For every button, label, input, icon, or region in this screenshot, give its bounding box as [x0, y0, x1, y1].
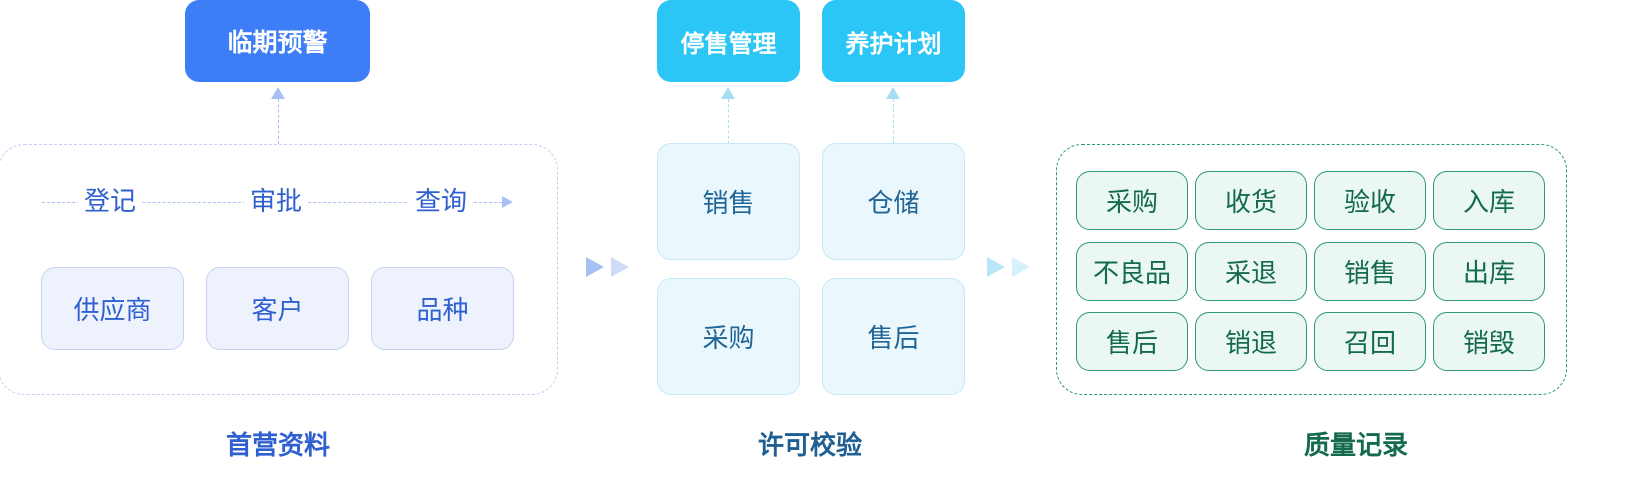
item-sales[interactable]: 销售 — [657, 143, 800, 260]
record-outbound[interactable]: 出库 — [1433, 242, 1545, 301]
item-variety[interactable]: 品种 — [371, 267, 514, 350]
item-after-sales[interactable]: 售后 — [822, 278, 965, 395]
alert-tag-near-expiry[interactable]: 临期预警 — [185, 0, 370, 82]
record-defective[interactable]: 不良品 — [1076, 242, 1188, 301]
up-arrow-icon — [721, 87, 735, 99]
next-arrow-icon — [1012, 257, 1030, 277]
step-query: 查询 — [409, 185, 474, 219]
connector-line — [728, 99, 729, 144]
up-arrow-icon — [886, 87, 900, 99]
step-approve: 审批 — [244, 185, 309, 219]
section-title-quality-records: 质量记录 — [1303, 431, 1408, 461]
record-purchase-return[interactable]: 采退 — [1195, 242, 1307, 301]
item-purchase[interactable]: 采购 — [657, 278, 800, 395]
record-destruction[interactable]: 销毁 — [1433, 312, 1545, 371]
quality-records-frame — [1056, 144, 1567, 395]
next-arrow-icon — [586, 257, 604, 277]
next-arrow-icon — [987, 257, 1005, 277]
section-title-basic-info: 首营资料 — [225, 431, 330, 461]
basic-info-frame — [0, 144, 558, 395]
tag-maintenance-plan[interactable]: 养护计划 — [822, 0, 965, 82]
record-recall[interactable]: 召回 — [1314, 312, 1426, 371]
section-title-license-check: 许可校验 — [757, 431, 862, 461]
record-after-sales[interactable]: 售后 — [1076, 312, 1188, 371]
item-supplier[interactable]: 供应商 — [41, 267, 184, 350]
tag-stop-sale[interactable]: 停售管理 — [657, 0, 800, 82]
flow-arrow-icon — [502, 196, 513, 208]
item-customer[interactable]: 客户 — [206, 267, 349, 350]
record-warehousing[interactable]: 入库 — [1433, 171, 1545, 230]
up-arrow-icon — [271, 87, 285, 99]
next-arrow-icon — [611, 257, 629, 277]
connector-line — [893, 99, 894, 144]
connector-line — [278, 99, 279, 144]
record-receiving[interactable]: 收货 — [1195, 171, 1307, 230]
record-purchase[interactable]: 采购 — [1076, 171, 1188, 230]
item-storage[interactable]: 仓储 — [822, 143, 965, 260]
record-acceptance[interactable]: 验收 — [1314, 171, 1426, 230]
record-sales-return[interactable]: 销退 — [1195, 312, 1307, 371]
record-sales[interactable]: 销售 — [1314, 242, 1426, 301]
step-register: 登记 — [78, 185, 143, 219]
